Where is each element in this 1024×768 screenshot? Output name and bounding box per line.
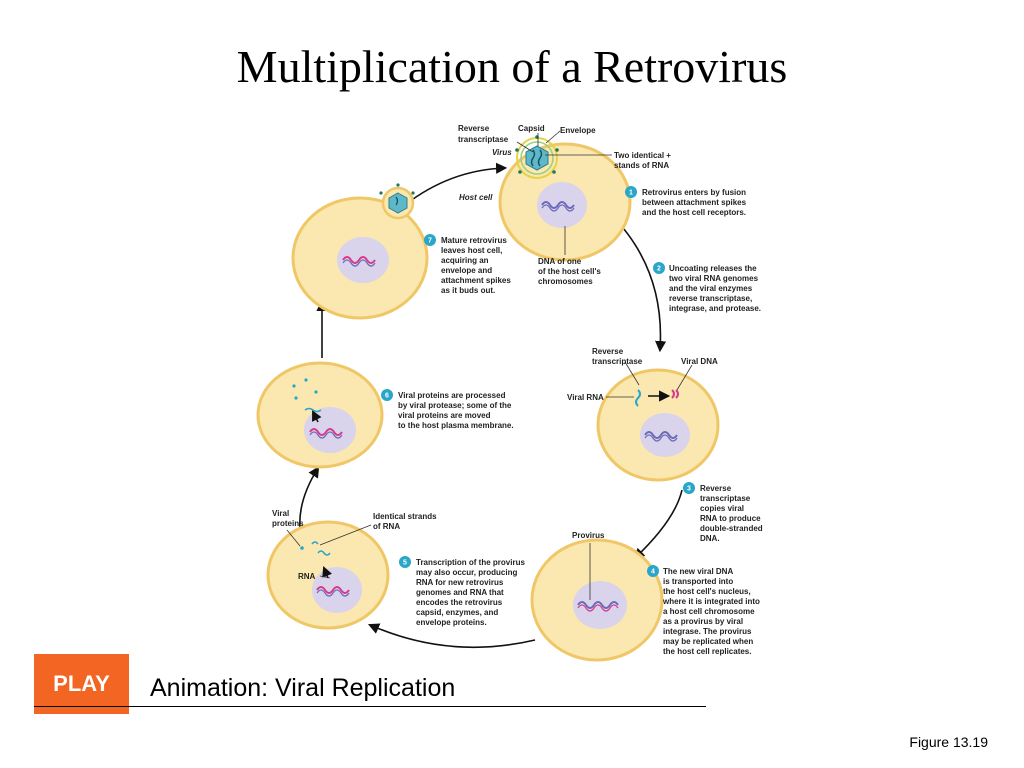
cell-step-5 (266, 520, 390, 630)
label-viral-proteins-line1: Viral (272, 509, 289, 518)
step-3-line2: transcriptase (700, 494, 751, 503)
step-6-text-group: 6 Viral proteins are processed by viral … (381, 389, 514, 430)
label-dna-one-line3: chromosomes (538, 277, 593, 286)
step-2-line1: Uncoating releases the (669, 264, 757, 273)
label-viral-dna: Viral DNA (681, 357, 718, 366)
step-2-text-group: 2 Uncoating releases the two viral RNA g… (653, 262, 761, 313)
step-4-line9: the host cell replicates. (663, 647, 751, 656)
step-1-line1: Retrovirus enters by fusion (642, 188, 746, 197)
step-5-line4: genomes and RNA that (416, 588, 504, 597)
step-5-line5: encodes the retrovirus (416, 598, 503, 607)
step-3-line6: DNA. (700, 534, 720, 543)
divider-rule (34, 706, 706, 707)
step-2-line4: reverse transcriptase, (669, 294, 752, 303)
animation-link[interactable]: Animation: Viral Replication (150, 674, 456, 702)
step-1-text-group: 1 Retrovirus enters by fusion between at… (625, 186, 747, 217)
cell-step-1 (498, 135, 632, 262)
label-dna-one-line2: of the host cell's (538, 267, 601, 276)
step-3-line4: RNA to produce (700, 514, 761, 523)
label-reverse-transcriptase-line2: transcriptase (458, 135, 509, 144)
label-reverse-transcriptase-line1: Reverse (458, 124, 490, 133)
step-7-line2: leaves host cell, (441, 246, 502, 255)
label-viral-proteins-line2: proteins (272, 519, 304, 528)
play-button[interactable]: PLAY (34, 654, 129, 714)
label-envelope: Envelope (560, 126, 596, 135)
step-2-line5: integrase, and protease. (669, 304, 761, 313)
step-4-line1: The new viral DNA (663, 567, 733, 576)
step-5-line6: capsid, enzymes, and (416, 608, 498, 617)
step-7-line5: attachment spikes (441, 276, 511, 285)
label-viral-rna: Viral RNA (567, 393, 604, 402)
step-4-line5: a host cell chromosome (663, 607, 755, 616)
cell-step-6 (256, 361, 384, 469)
step-3-text-group: 3 Reverse transcriptase copies viral RNA… (683, 482, 763, 543)
label-provirus: Provirus (572, 531, 605, 540)
step-7-line6: as it buds out. (441, 286, 495, 295)
label-reverse-transcriptase2-line2: transcriptase (592, 357, 643, 366)
step-6-line4: to the host plasma membrane. (398, 421, 514, 430)
step-6-line2: by viral protease; some of the (398, 401, 512, 410)
step-4-line3: the host cell's nucleus, (663, 587, 751, 596)
label-rna: RNA (298, 572, 316, 581)
step-5-line3: RNA for new retrovirus (416, 578, 504, 587)
cell-step-3 (596, 368, 720, 482)
step-1-number: 1 (629, 190, 633, 197)
step-7-text-group: 7 Mature retrovirus leaves host cell, ac… (424, 234, 511, 295)
step-5-line7: envelope proteins. (416, 618, 487, 627)
step-2-number: 2 (657, 266, 661, 273)
step-3-line5: double-stranded (700, 524, 763, 533)
label-capsid: Capsid (518, 124, 545, 133)
label-identical-strands-line2: of RNA (373, 522, 400, 531)
step-4-line7: integrase. The provirus (663, 627, 752, 636)
label-two-identical-line2: stands of RNA (614, 161, 669, 170)
cycle-arrow-7-1 (404, 162, 508, 206)
step-5-number: 5 (403, 560, 407, 567)
cycle-arrow-4-5 (367, 623, 536, 649)
step-4-line6: as a provirus by viral (663, 617, 743, 626)
step-3-line1: Reverse (700, 484, 732, 493)
label-two-identical-line1: Two identical + (614, 151, 671, 160)
step-1-line2: between attachment spikes (642, 198, 747, 207)
step-3-line3: copies viral (700, 504, 744, 513)
step-1-line3: and the host cell receptors. (642, 208, 746, 217)
step-4-line8: may be replicated when (663, 637, 753, 646)
label-identical-strands-line1: Identical strands (373, 512, 437, 521)
cycle-arrow-2-3 (633, 489, 683, 560)
step-4-line4: where it is integrated into (662, 597, 760, 606)
step-4-line2: is transported into (663, 577, 733, 586)
step-7-line4: envelope and (441, 266, 492, 275)
slide-title: Multiplication of a Retrovirus (236, 41, 788, 92)
step-5-line1: Transcription of the provirus (416, 558, 525, 567)
step-5-text-group: 5 Transcription of the provirus may also… (399, 556, 525, 627)
step-7-number: 7 (428, 238, 432, 245)
step-2-line3: and the viral enzymes (669, 284, 753, 293)
step-7-line3: acquiring an (441, 256, 489, 265)
label-dna-one-line1: DNA of one (538, 257, 582, 266)
step-7-line1: Mature retrovirus (441, 236, 507, 245)
cycle-arrow-5-6 (299, 466, 320, 529)
label-reverse-transcriptase2-line1: Reverse (592, 347, 624, 356)
figure-reference: Figure 13.19 (909, 734, 988, 750)
step-3-number: 3 (687, 486, 691, 493)
label-host-cell: Host cell (459, 193, 493, 202)
cell-step-4 (530, 538, 664, 662)
step-5-line2: may also occur, producing (416, 568, 517, 577)
step-6-line3: viral proteins are moved (398, 411, 491, 420)
step-6-number: 6 (385, 393, 389, 400)
cell-step-7 (291, 183, 429, 320)
step-4-text-group: 4 The new viral DNA is transported into … (647, 565, 760, 656)
cycle-arrow-1-2 (617, 221, 667, 353)
label-virus: Virus (492, 148, 512, 157)
step-6-line1: Viral proteins are processed (398, 391, 506, 400)
step-2-line2: two viral RNA genomes (669, 274, 759, 283)
step-4-number: 4 (651, 569, 655, 576)
